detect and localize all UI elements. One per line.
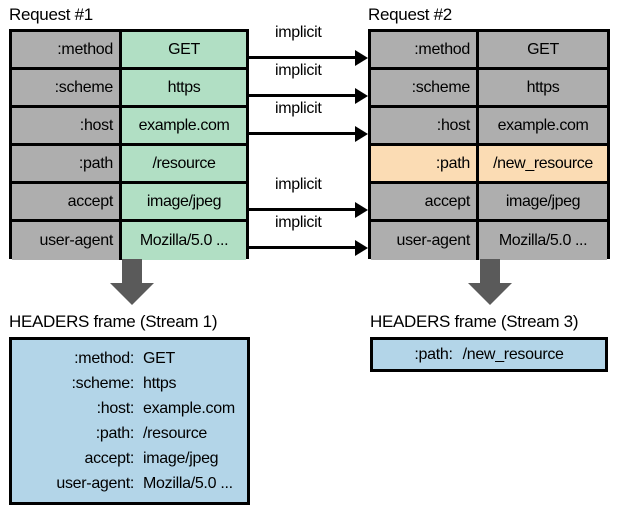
implicit-label: implicit	[275, 176, 322, 193]
header-value: example.com	[479, 108, 607, 143]
frame-header-line: accept: image/jpeg	[22, 446, 237, 471]
table-row: :scheme https	[371, 70, 607, 108]
header-name: :path	[371, 146, 479, 181]
down-arrow-icon-right	[468, 259, 512, 306]
table-row: :scheme https	[12, 70, 246, 108]
implicit-arrow-head	[355, 240, 368, 256]
table-row: accept image/jpeg	[371, 184, 607, 222]
table-row: :method GET	[12, 32, 246, 70]
header-name: :host	[12, 108, 122, 143]
implicit-arrow-head	[355, 202, 368, 218]
header-value: /new_resource	[479, 146, 607, 181]
frame-header-name: :host:	[96, 400, 135, 417]
implicit-arrow-line	[249, 94, 359, 97]
implicit-arrow-line	[249, 132, 359, 135]
header-name: :scheme	[371, 70, 479, 105]
table-row: accept image/jpeg	[12, 184, 246, 222]
header-value: Mozilla/5.0 ...	[479, 222, 607, 260]
header-name: :scheme	[12, 70, 122, 105]
implicit-label: implicit	[275, 100, 322, 117]
header-name: :method	[371, 32, 479, 67]
implicit-arrow-head	[355, 88, 368, 104]
table-row: user-agent Mozilla/5.0 ...	[371, 222, 607, 260]
implicit-arrow-line	[249, 208, 359, 211]
header-name: :host	[371, 108, 479, 143]
header-value: example.com	[122, 108, 246, 143]
request-1-caption: Request #1	[9, 5, 93, 24]
frame-header-value: example.com	[143, 400, 235, 417]
implicit-arrow-head	[355, 126, 368, 142]
request-1-table: :method GET :scheme https :host example.…	[9, 29, 249, 260]
header-value: image/jpeg	[479, 184, 607, 219]
table-row-changed: :path /new_resource	[371, 146, 607, 184]
frame-header-line: :path: /new_resource	[373, 342, 605, 367]
frame-header-name: :path:	[414, 346, 453, 363]
header-value: GET	[122, 32, 246, 67]
request-2-table: :method GET :scheme https :host example.…	[368, 29, 610, 260]
implicit-arrow-line	[249, 246, 359, 249]
frame-header-line: user-agent: Mozilla/5.0 ...	[22, 471, 237, 496]
header-value: image/jpeg	[122, 184, 246, 219]
frame-header-name: :scheme:	[71, 375, 134, 392]
frame-header-value: https	[143, 375, 177, 392]
table-row: :path /resource	[12, 146, 246, 184]
header-value: /resource	[122, 146, 246, 181]
frame-header-value: Mozilla/5.0 ...	[143, 475, 233, 492]
down-arrow-icon-left	[110, 259, 154, 306]
implicit-label: implicit	[275, 62, 322, 79]
frame-header-name: user-agent:	[56, 475, 134, 492]
header-name: user-agent	[371, 222, 479, 260]
implicit-arrow-head	[355, 50, 368, 66]
implicit-label: implicit	[275, 24, 322, 41]
table-row: :method GET	[371, 32, 607, 70]
header-value: https	[479, 70, 607, 105]
implicit-arrow-line	[249, 56, 359, 59]
frame-header-name: accept:	[84, 450, 135, 467]
header-name: user-agent	[12, 222, 122, 260]
frame-header-line: :host: example.com	[22, 396, 237, 421]
header-name: accept	[12, 184, 122, 219]
headers-frame-stream-1-caption: HEADERS frame (Stream 1)	[9, 312, 218, 331]
table-row: :host example.com	[371, 108, 607, 146]
frame-header-value: image/jpeg	[143, 450, 219, 467]
frame-header-name: :path:	[95, 425, 135, 442]
implicit-label: implicit	[275, 214, 322, 231]
header-value: https	[122, 70, 246, 105]
frame-header-line: :path: /resource	[22, 421, 237, 446]
frame-header-line: :method: GET	[22, 346, 237, 371]
frame-header-line: :scheme: https	[22, 371, 237, 396]
frame-header-name: :method:	[74, 350, 134, 367]
header-name: :method	[12, 32, 122, 67]
header-value: GET	[479, 32, 607, 67]
frame-header-value: /new_resource	[462, 346, 564, 363]
header-value: Mozilla/5.0 ...	[122, 222, 246, 260]
header-name: accept	[371, 184, 479, 219]
headers-frame-stream-3-box: :path: /new_resource	[370, 337, 608, 372]
headers-frame-stream-1-box: :method: GET :scheme: https :host: examp…	[9, 337, 250, 505]
table-row: :host example.com	[12, 108, 246, 146]
header-name: :path	[12, 146, 122, 181]
frame-header-value: GET	[143, 350, 175, 367]
table-row: user-agent Mozilla/5.0 ...	[12, 222, 246, 260]
headers-frame-stream-3-caption: HEADERS frame (Stream 3)	[370, 312, 579, 331]
request-2-caption: Request #2	[368, 5, 452, 24]
frame-header-value: /resource	[143, 425, 207, 442]
